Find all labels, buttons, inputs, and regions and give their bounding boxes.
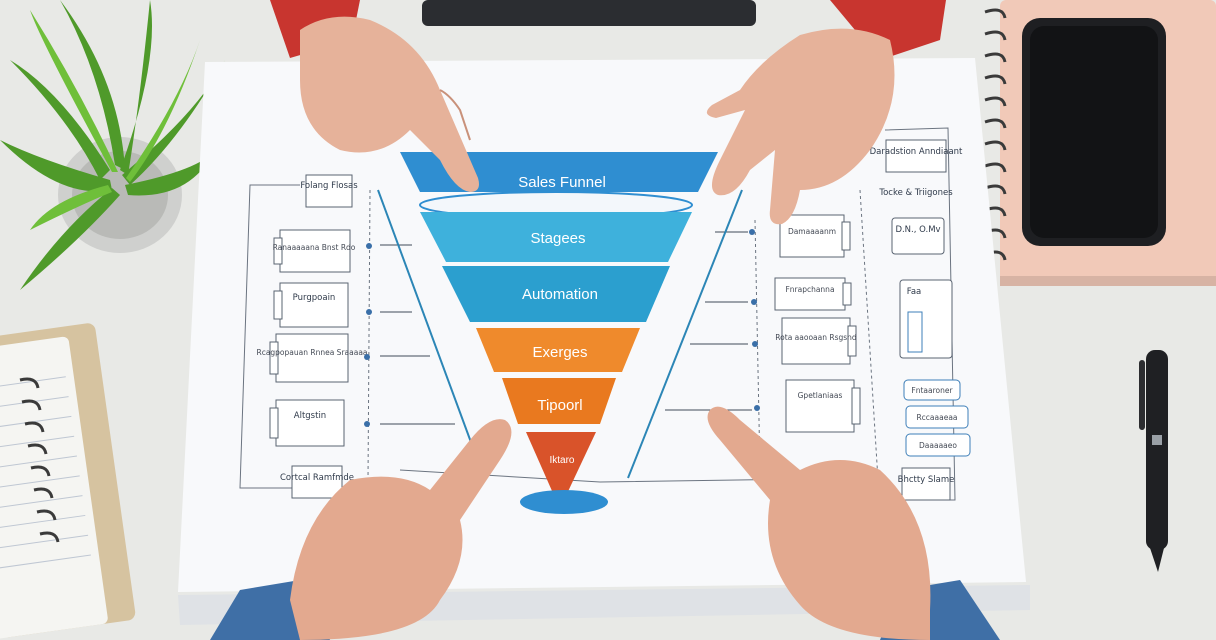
left-note: Cortcal Ramfmde [280,465,354,499]
hand-top-right [706,0,946,225]
right-note-text: Fntaaroner [911,386,953,395]
right-note: D.N., O.Mv [891,217,945,255]
right-note: Fntaaroner [903,379,961,401]
funnel-stage-5 [502,378,616,424]
potted-plant [0,0,225,290]
left-note-text: Altgstin [294,411,326,421]
left-connector-arrows [380,244,455,425]
right-note: Bhctty Slame [898,467,955,501]
hand-bottom-right [707,406,1000,640]
right-note-text: Faa [907,287,922,297]
right-note: Fnrapchanna [774,277,852,311]
funnel-stage-label: Tipoorl [537,397,582,414]
paper-sheet [178,58,1026,592]
right-note: Rota aaooaan Rsgsnd [775,317,857,365]
hand-top-left [270,0,479,192]
funnel-stage-6 [526,432,596,500]
left-note-text: Purgpoain [293,293,336,303]
left-notes: Folang Flosas Ranaaaaana Bnst Rdo Purgpo… [256,174,455,499]
funnel-stage-label: Automation [522,286,598,303]
laptop [422,0,756,26]
right-note-text: Rota aaooaan Rsgsnd [775,333,857,342]
left-note-text: Rcagpopauan Rnnea Sraaaaa [256,348,367,357]
left-note: Purgpoain [273,282,349,328]
spiral-notebook-left [0,323,136,639]
right-note: Rccaaaeaa [905,405,969,429]
smartphone [1022,18,1166,246]
funnel-stage-label: Exerges [532,344,587,361]
hand-bottom-left [210,419,512,640]
left-note: Altgstin [269,399,345,447]
left-note: Ranaaaaana Bnst Rdo [273,229,356,273]
funnel-stage-label: Stagees [530,230,585,247]
right-note-text: Tocke & Triigones [878,188,953,198]
right-note: Faa [899,279,953,359]
right-note-text: Fnrapchanna [785,285,834,294]
funnel-title: Sales Funnel [518,174,606,191]
right-note-text: Bhctty Slame [898,475,955,485]
right-note-text: Rccaaaeaa [916,413,957,422]
funnel-stage-4 [476,328,640,372]
right-note: Gpetlaniaas [785,379,861,433]
funnel-stage-3 [442,266,670,322]
funnel-outline [377,189,743,479]
sales-funnel: Sales Funnel Stagees Automation Exerges … [400,152,718,514]
right-notes: Daradstion Anndiaant Tocke & Triigones D… [665,139,971,501]
right-note: Daradstion Anndiaant [870,139,963,173]
right-note-text: Gpetlaniaas [798,391,843,400]
left-note-text: Folang Flosas [300,181,358,191]
funnel-stage-2 [420,212,692,262]
right-note: Daaaaaeo [905,433,971,457]
funnel-stage-1 [400,152,718,192]
right-note-text: Daaaaaeo [919,441,957,450]
left-note: Rcagpopauan Rnnea Sraaaaa [256,333,368,383]
right-connector-arrows [665,231,752,411]
right-note: Damaaaanm [779,214,851,258]
left-note-text: Cortcal Ramfmde [280,473,354,483]
left-note: Folang Flosas [300,174,358,208]
right-note-text: Damaaaanm [788,227,836,236]
right-note-text: D.N., O.Mv [895,225,940,235]
pen [1139,350,1168,572]
right-note-text: Daradstion Anndiaant [870,147,963,157]
funnel-stage-label: Iktaro [549,455,574,466]
right-note: Tocke & Triigones [878,188,953,198]
left-note-text: Ranaaaaana Bnst Rdo [273,243,356,252]
funnel-base [520,490,608,514]
